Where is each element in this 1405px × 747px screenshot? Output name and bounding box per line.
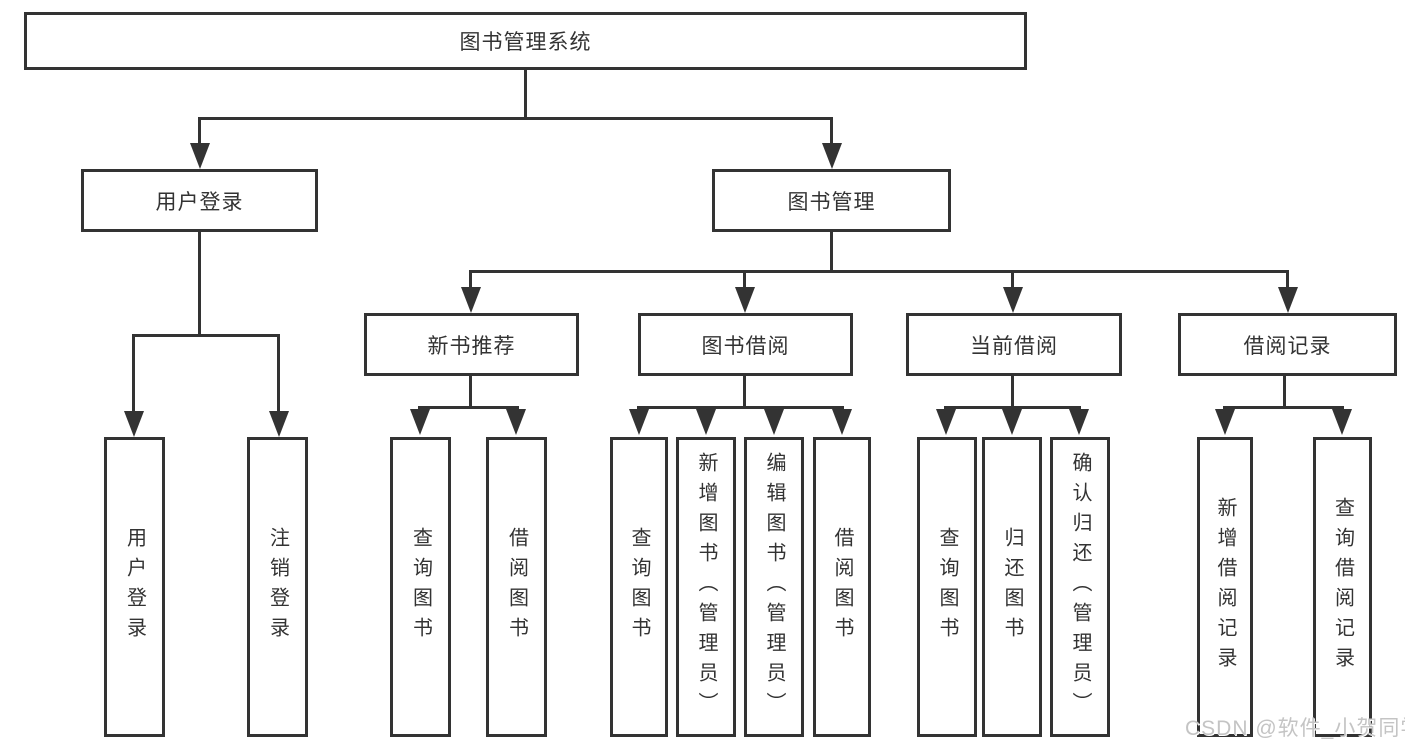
leaf-query-borrow-record: 查询借阅记录 — [1313, 437, 1372, 737]
node-book-borrow-label: 图书借阅 — [701, 334, 790, 358]
leaf-edit-book-admin: 编辑图书（管理员） — [744, 437, 804, 737]
leaf-borrow-book-borrow: 借阅图书 — [813, 437, 871, 737]
arrow-down-icon — [832, 409, 852, 435]
connector-vline — [1286, 270, 1289, 288]
node-current-borrow: 当前借阅 — [906, 313, 1122, 376]
leaf-edit-book-admin-label: 编辑图书（管理员） — [763, 452, 785, 722]
leaf-user-login: 用户登录 — [104, 437, 165, 737]
arrow-down-icon — [124, 411, 144, 437]
connector-vline — [743, 270, 746, 288]
leaf-return-book-label: 归还图书 — [1001, 527, 1023, 647]
leaf-borrow-book-newbook: 借阅图书 — [486, 437, 547, 737]
connector-hline — [637, 406, 844, 409]
watermark: CSDN @软件_小贺同学 — [1185, 717, 1405, 740]
leaf-query-borrow-record-label: 查询借阅记录 — [1331, 497, 1354, 677]
connector-vline — [198, 117, 201, 145]
node-user-login-label: 用户登录 — [155, 190, 244, 214]
connector-hline — [418, 406, 519, 409]
leaf-add-book-admin-label: 新增图书（管理员） — [695, 452, 717, 722]
connector-vline — [132, 334, 135, 411]
arrow-down-icon — [1278, 287, 1298, 313]
leaf-query-book-newbook-label: 查询图书 — [409, 527, 432, 647]
node-new-book-recommend-label: 新书推荐 — [427, 334, 516, 358]
leaf-confirm-return-admin-label: 确认归还（管理员） — [1069, 452, 1091, 722]
arrow-down-icon — [1003, 287, 1023, 313]
leaf-query-book-borrow: 查询图书 — [610, 437, 668, 737]
connector-vline — [469, 376, 472, 409]
arrow-down-icon — [190, 143, 210, 169]
leaf-query-book-current-label: 查询图书 — [936, 527, 958, 647]
arrow-down-icon — [269, 411, 289, 437]
arrow-down-icon — [461, 287, 481, 313]
leaf-add-borrow-record-label: 新增借阅记录 — [1214, 497, 1236, 677]
leaf-return-book: 归还图书 — [982, 437, 1042, 737]
node-book-borrow: 图书借阅 — [638, 313, 853, 376]
leaf-query-book-borrow-label: 查询图书 — [628, 527, 650, 647]
node-current-borrow-label: 当前借阅 — [970, 334, 1058, 358]
arrow-down-icon — [629, 409, 649, 435]
leaf-borrow-book-newbook-label: 借阅图书 — [505, 527, 528, 647]
connector-vline — [830, 232, 833, 272]
arrow-down-icon — [696, 409, 716, 435]
leaf-add-borrow-record: 新增借阅记录 — [1197, 437, 1253, 737]
node-borrow-records: 借阅记录 — [1178, 313, 1397, 376]
connector-hline — [469, 270, 1289, 273]
node-root: 图书管理系统 — [24, 12, 1027, 70]
connector-vline — [524, 70, 527, 118]
node-user-login: 用户登录 — [81, 169, 318, 232]
leaf-query-book-current: 查询图书 — [917, 437, 977, 737]
connector-vline — [277, 334, 280, 411]
node-book-mgmt-label: 图书管理 — [787, 190, 876, 214]
leaf-logout-login: 注销登录 — [247, 437, 308, 737]
connector-hline — [132, 334, 280, 337]
arrow-down-icon — [735, 287, 755, 313]
node-new-book-recommend: 新书推荐 — [364, 313, 579, 376]
leaf-logout-login-label: 注销登录 — [266, 527, 289, 647]
leaf-confirm-return-admin: 确认归还（管理员） — [1050, 437, 1110, 737]
leaf-user-login-label: 用户登录 — [123, 527, 146, 647]
arrow-down-icon — [1332, 409, 1352, 435]
connector-vline — [1283, 376, 1286, 409]
arrow-down-icon — [1215, 409, 1235, 435]
connector-vline — [1011, 270, 1014, 288]
node-book-mgmt: 图书管理 — [712, 169, 951, 232]
connector-vline — [743, 376, 746, 409]
node-borrow-records-label: 借阅记录 — [1243, 334, 1332, 358]
connector-vline — [830, 117, 833, 145]
connector-vline — [469, 270, 472, 288]
node-root-label: 图书管理系统 — [459, 31, 592, 54]
leaf-add-book-admin: 新增图书（管理员） — [676, 437, 736, 737]
connector-vline — [1011, 376, 1014, 409]
arrow-down-icon — [1002, 409, 1022, 435]
leaf-query-book-newbook: 查询图书 — [390, 437, 451, 737]
arrow-down-icon — [764, 409, 784, 435]
connector-hline — [198, 117, 833, 120]
arrow-down-icon — [506, 409, 526, 435]
connector-hline — [1223, 406, 1344, 409]
connector-hline — [944, 406, 1081, 409]
arrow-down-icon — [936, 409, 956, 435]
leaf-borrow-book-borrow-label: 借阅图书 — [831, 527, 853, 647]
connector-vline — [198, 232, 201, 336]
arrow-down-icon — [1069, 409, 1089, 435]
arrow-down-icon — [822, 143, 842, 169]
arrow-down-icon — [410, 409, 430, 435]
